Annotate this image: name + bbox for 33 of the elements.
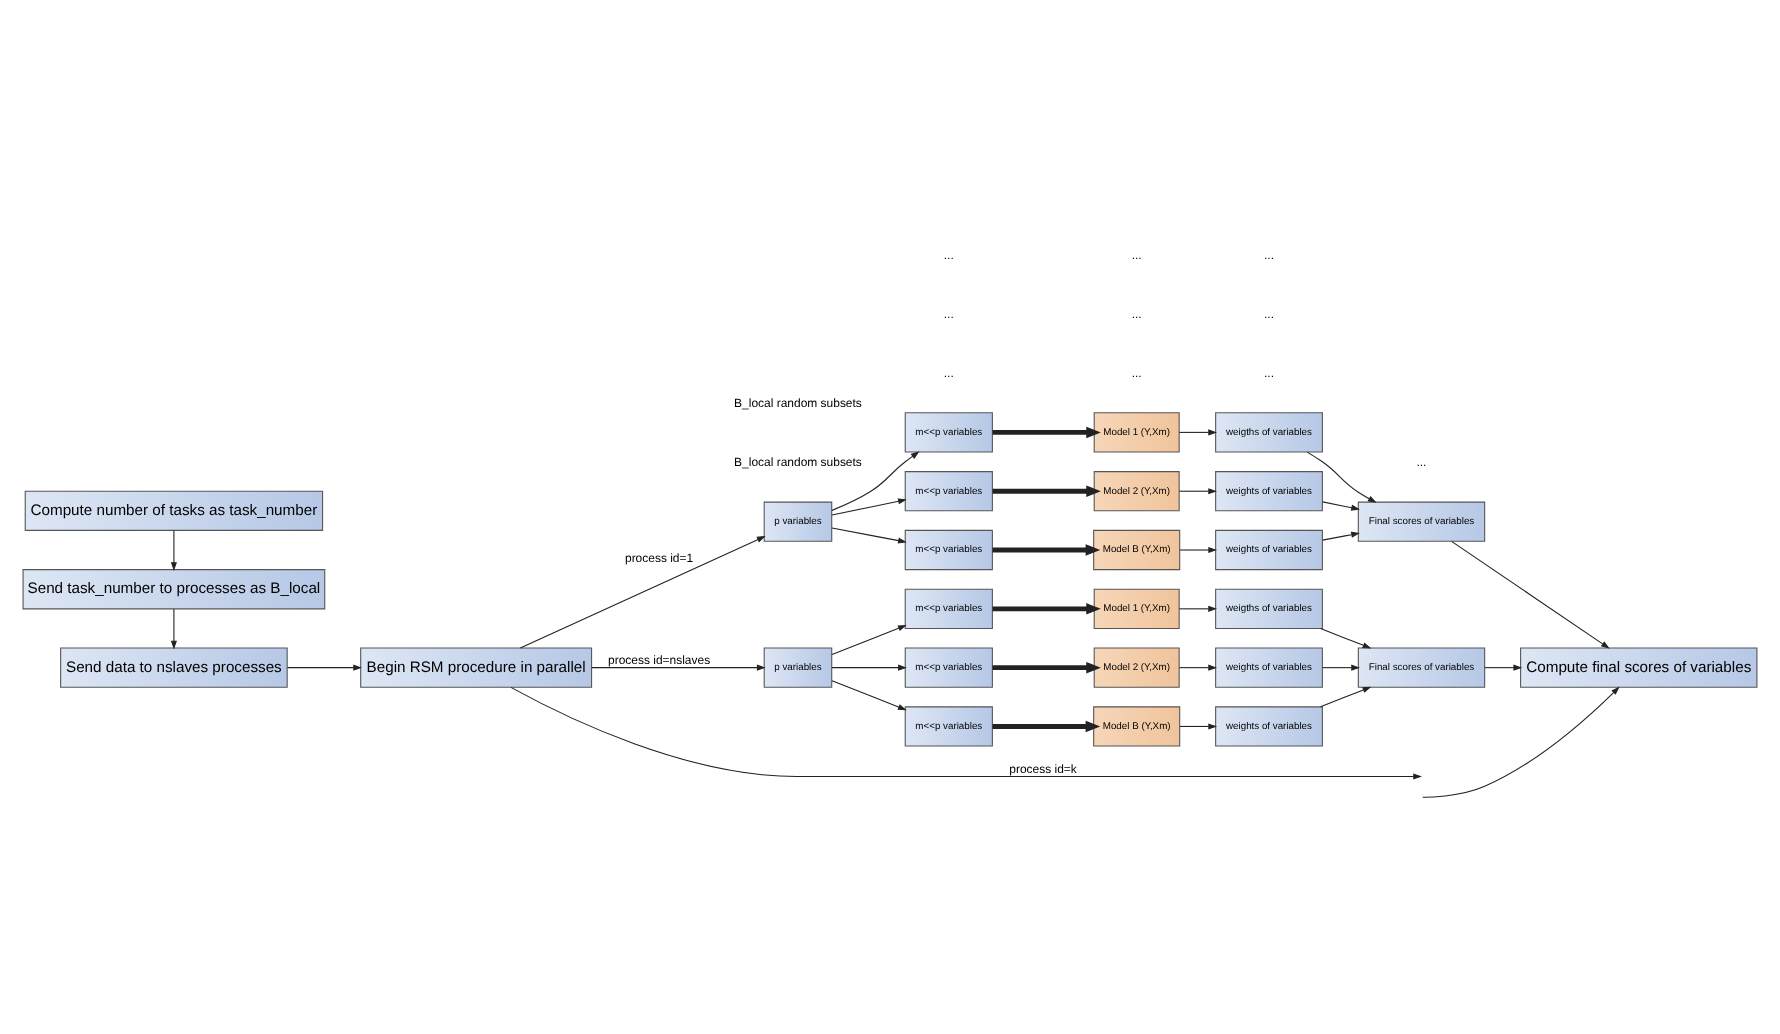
- arrow: [1422, 686, 1620, 798]
- arrow: [1322, 664, 1360, 671]
- arrow: [992, 603, 1101, 615]
- arrow: [992, 426, 1101, 439]
- arrow: [1320, 686, 1372, 708]
- arrow: [831, 498, 907, 516]
- arrow: [287, 664, 362, 671]
- arrow: [1178, 488, 1217, 495]
- arrow: [1178, 605, 1217, 612]
- arrow: [1178, 429, 1217, 436]
- arrow: [1306, 451, 1377, 503]
- arrow: [1179, 546, 1218, 554]
- arrow: [1451, 540, 1610, 649]
- arrow: [591, 664, 766, 671]
- arrow: [510, 686, 1422, 780]
- arrow: [1178, 664, 1217, 671]
- arrow: [170, 529, 177, 571]
- arrow: [1484, 664, 1523, 671]
- arrow: [992, 485, 1101, 497]
- arrow: [831, 664, 907, 671]
- arrow: [519, 535, 766, 649]
- arrow: [1322, 501, 1360, 511]
- arrow: [1322, 531, 1360, 541]
- arrow: [1179, 723, 1218, 730]
- arrow: [992, 720, 1101, 733]
- arrow: [831, 680, 907, 711]
- arrow: [992, 544, 1101, 556]
- arrow: [170, 608, 177, 650]
- arrow: [831, 625, 907, 656]
- arrow: [831, 527, 907, 544]
- arrow: [831, 451, 920, 511]
- arrow: [992, 661, 1101, 674]
- arrow: [1320, 628, 1372, 649]
